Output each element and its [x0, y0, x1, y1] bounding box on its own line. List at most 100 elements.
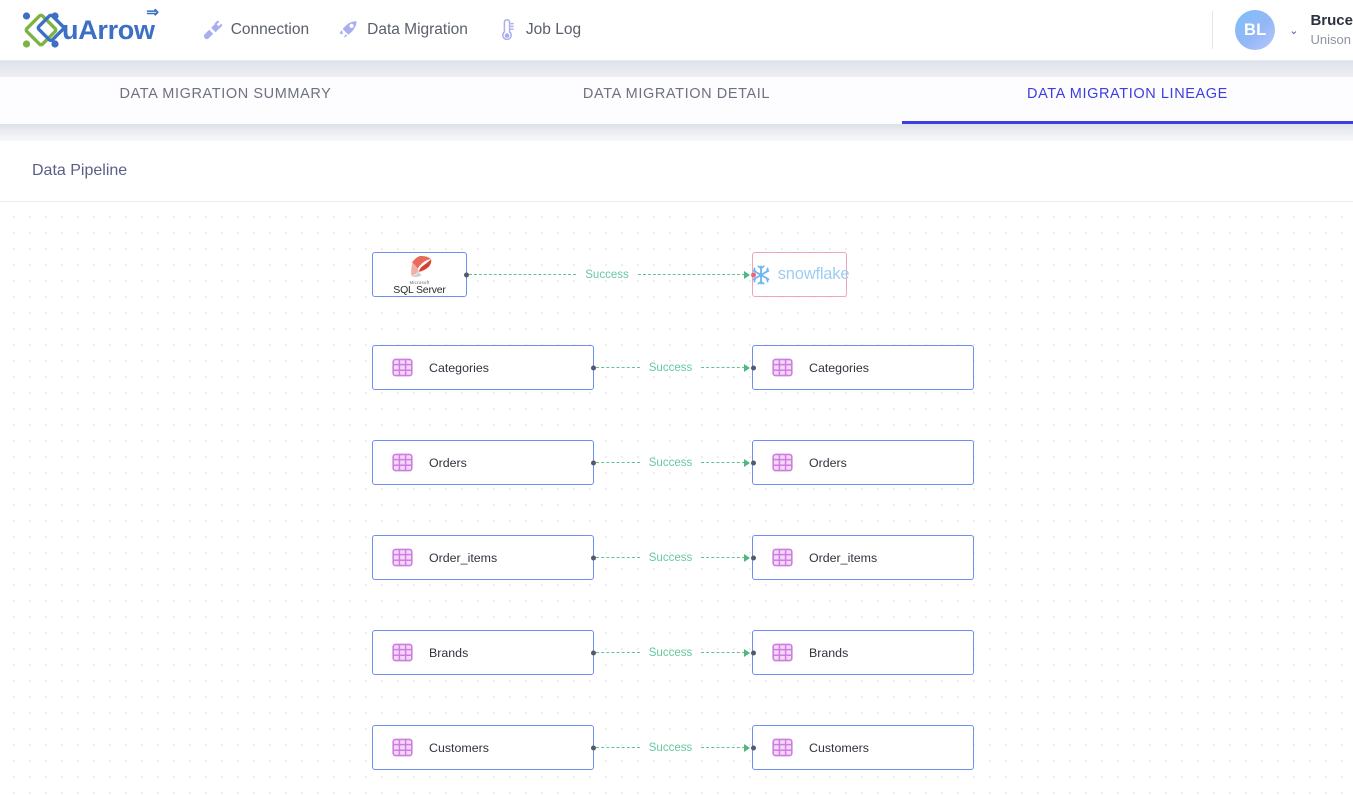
table-icon [772, 357, 793, 378]
edge-line [596, 557, 640, 558]
node-output-port[interactable] [590, 745, 596, 750]
header-divider [1212, 11, 1214, 49]
lineage-edge[interactable]: Success [596, 550, 750, 566]
source-node[interactable]: Customers [372, 725, 596, 770]
target-node[interactable]: Customers [750, 725, 974, 770]
tab-data-migration-summary[interactable]: DATA MIGRATION SUMMARY [119, 85, 332, 102]
source-node[interactable]: Order_items [372, 535, 596, 580]
pipeline-header: Data Pipeline [0, 141, 1353, 202]
tab-data-migration-detail[interactable]: DATA MIGRATION DETAIL [582, 85, 771, 102]
source-node[interactable]: Categories [372, 345, 596, 390]
user-org: Unison [1310, 32, 1351, 48]
table-icon [392, 452, 413, 473]
node-label: Brands [429, 645, 469, 660]
target-node[interactable]: Categories [750, 345, 974, 390]
edge-arrowhead-icon [744, 743, 750, 752]
target-node[interactable]: snowflake [750, 252, 849, 297]
node-input-port[interactable] [750, 460, 756, 465]
node-label: Categories [809, 360, 869, 375]
table-icon [772, 452, 793, 473]
nav-item-connection[interactable]: Connection [201, 18, 309, 42]
node-input-port[interactable] [750, 365, 756, 370]
lineage-edge[interactable]: Success [596, 455, 750, 471]
avatar[interactable]: BL [1235, 10, 1276, 50]
edge-arrowhead-icon [744, 553, 750, 562]
node-input-port[interactable] [750, 650, 756, 655]
user-name: Bruce [1310, 12, 1353, 30]
node-label: Order_items [809, 550, 878, 565]
node-input-port[interactable] [750, 272, 756, 277]
edge-status-label: Success [585, 268, 629, 281]
nav-label-connection: Connection [230, 21, 310, 38]
node-label: Orders [809, 455, 847, 470]
node-label: Customers [429, 740, 489, 755]
edge-arrowhead-icon [744, 270, 750, 279]
node-output-port[interactable] [590, 555, 596, 560]
lineage-edge[interactable]: Success [596, 645, 750, 661]
nav-item-data-migration[interactable]: Data Migration [337, 18, 468, 42]
table-icon [392, 642, 413, 663]
uarrow-mark-icon [18, 7, 66, 53]
nav-label-job-log: Job Log [525, 21, 582, 38]
brand-name-text: uArrow [62, 14, 155, 45]
source-node[interactable]: Brands [372, 630, 596, 675]
edge-line [469, 274, 577, 275]
sql-server-brand-small: Microsoft [409, 279, 430, 285]
node-output-port[interactable] [463, 272, 469, 277]
sql-server-brand-main: SQL Server [393, 283, 446, 296]
node-output-port[interactable] [590, 650, 596, 655]
node-label: Brands [809, 645, 849, 660]
rocket-icon [337, 18, 359, 42]
node-output-port[interactable] [590, 460, 596, 465]
tabs-bottom-shadow [0, 124, 1353, 141]
lineage-edge[interactable]: Success [469, 267, 750, 283]
table-icon [772, 737, 793, 758]
table-icon [772, 547, 793, 568]
edge-line [596, 462, 640, 463]
brand-wordmark: uArrow ⇒ [62, 4, 159, 46]
chevron-down-icon[interactable]: ⌄ [1289, 24, 1299, 37]
lineage-edge[interactable]: Success [596, 740, 750, 756]
node-input-port[interactable] [750, 555, 756, 560]
source-node[interactable]: Orders [372, 440, 596, 485]
edge-status-label: Success [648, 361, 693, 374]
node-input-port[interactable] [750, 745, 756, 750]
edge-line [701, 367, 745, 368]
nav-item-job-log[interactable]: Job Log [496, 18, 581, 42]
node-label: Orders [429, 455, 467, 470]
thermometer-icon [496, 18, 518, 42]
node-label: Order_items [429, 550, 498, 565]
nav-label-data-migration: Data Migration [367, 21, 468, 38]
table-icon [392, 547, 413, 568]
edge-line [637, 274, 745, 275]
edge-status-label: Success [648, 646, 693, 659]
tabs-top-shadow [0, 61, 1353, 77]
target-node[interactable]: Orders [750, 440, 974, 485]
tab-data-migration-lineage[interactable]: DATA MIGRATION LINEAGE [902, 77, 1353, 124]
node-label: Categories [429, 360, 489, 375]
user-menu[interactable]: BL ⌄ Bruce Unison [1212, 0, 1353, 60]
target-node[interactable]: Order_items [750, 535, 974, 580]
table-icon [392, 357, 413, 378]
target-node[interactable]: Brands [750, 630, 974, 675]
edge-line [701, 462, 745, 463]
edge-status-label: Success [648, 741, 693, 754]
brand-arrow-icon: ⇒ [146, 3, 159, 21]
snowflake-logo: snowflake [750, 264, 849, 286]
app-header: uArrow ⇒ Connection [0, 0, 1353, 61]
lineage-edge[interactable]: Success [596, 360, 750, 376]
edge-line [701, 557, 745, 558]
edge-line [596, 652, 640, 653]
edge-line [596, 747, 640, 748]
edge-line [701, 652, 745, 653]
node-output-port[interactable] [590, 365, 596, 370]
edge-arrowhead-icon [744, 648, 750, 657]
edge-line [596, 367, 640, 368]
edge-arrowhead-icon [744, 458, 750, 467]
table-icon [392, 737, 413, 758]
edge-status-label: Success [648, 551, 693, 564]
brand-logo[interactable]: uArrow ⇒ [18, 4, 159, 53]
